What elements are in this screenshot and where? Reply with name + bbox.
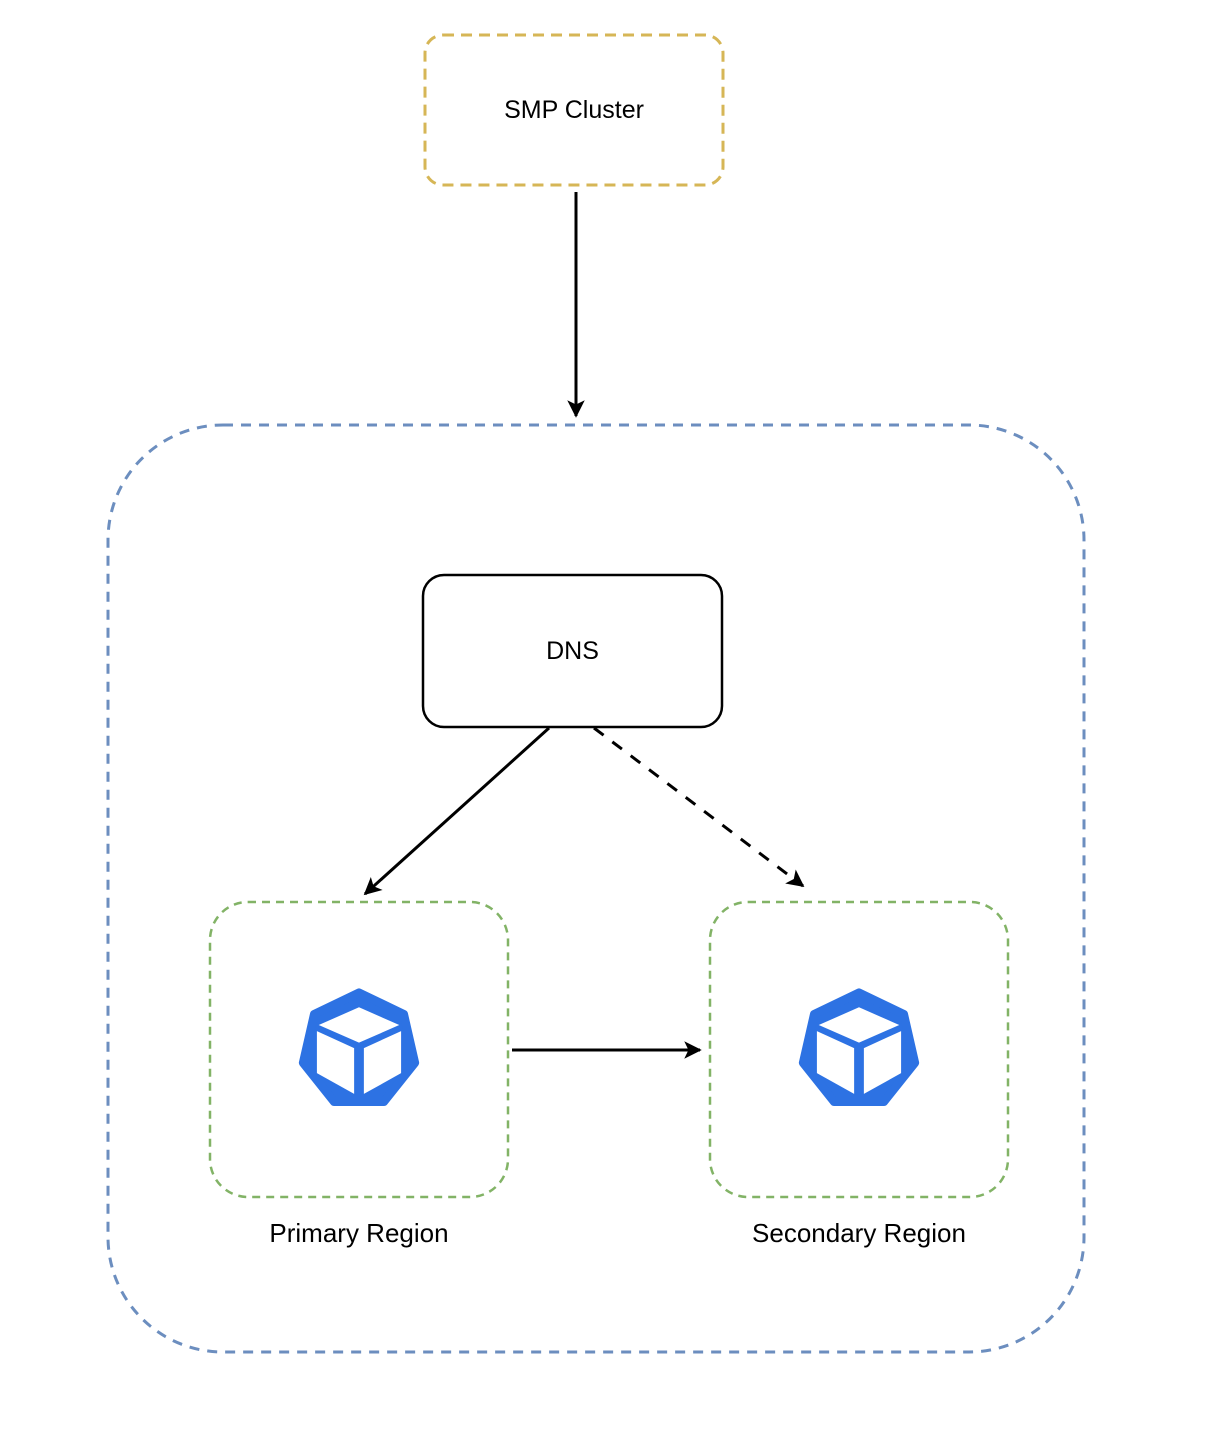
outer-boundary-box [106, 423, 1086, 1354]
edge-dns-to-secondary [593, 726, 805, 888]
edge-dns-to-primary [363, 726, 551, 896]
kubernetes-cluster-icon [798, 988, 920, 1106]
dns-box [421, 573, 724, 729]
kubernetes-cluster-icon [298, 988, 420, 1106]
smp-cluster-box [423, 33, 725, 187]
